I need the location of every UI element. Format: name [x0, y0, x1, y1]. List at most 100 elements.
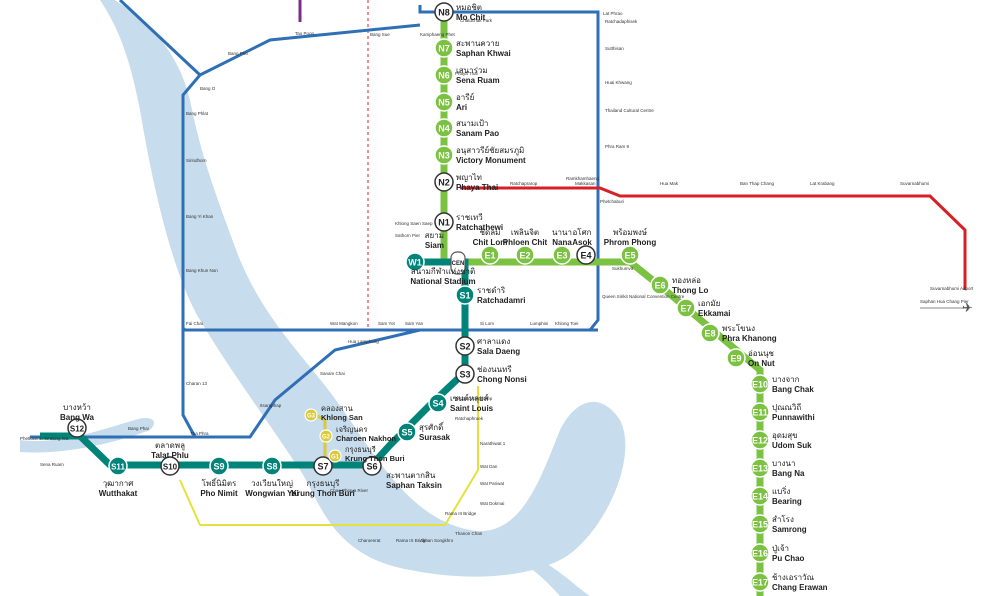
station-code: S8 — [266, 462, 277, 472]
station-e10[interactable] — [750, 374, 770, 394]
station-code: E10 — [752, 380, 768, 390]
station-n7[interactable] — [434, 38, 454, 58]
station-n6[interactable] — [434, 65, 454, 85]
station-name-th: ปุณณวิถี — [772, 403, 801, 412]
minor-station-label: Sam Yan — [405, 321, 424, 326]
station-name-en: Khlong San — [321, 413, 363, 422]
station-e13[interactable] — [750, 458, 770, 478]
minor-station-label: Chao Phraya River — [330, 488, 369, 493]
station-s12[interactable] — [67, 418, 87, 438]
station-code: E13 — [752, 464, 768, 474]
minor-station-label: Fai Chai — [186, 321, 203, 326]
station-s11[interactable] — [108, 456, 128, 476]
minor-station-label: Charoenrat — [358, 538, 381, 543]
station-e2[interactable] — [515, 245, 535, 265]
station-s2[interactable] — [455, 336, 475, 356]
station-s4[interactable] — [428, 393, 448, 413]
station-e12[interactable] — [750, 430, 770, 450]
station-name-th: สนามกีฬาแห่งชาติ — [411, 267, 475, 276]
station-code: N5 — [438, 98, 450, 108]
station-code: E16 — [752, 549, 768, 559]
station-code: S11 — [111, 463, 125, 472]
station-name-en: Pho Nimit — [200, 489, 238, 498]
station-name-en: Sala Daeng — [477, 347, 520, 356]
station-name-th: เจริญนคร — [336, 425, 368, 434]
station-e7[interactable] — [676, 298, 696, 318]
station-s1[interactable] — [455, 285, 475, 305]
station-name-en: Siam — [425, 241, 444, 250]
minor-station-label: Technic Krungthep — [455, 396, 493, 401]
minor-station-label: Si Lom — [480, 321, 494, 326]
station-e6[interactable] — [650, 275, 670, 295]
station-s9[interactable] — [209, 456, 229, 476]
station-e9[interactable] — [726, 348, 746, 368]
minor-station-label: Khlong Saen Saep — [395, 221, 433, 226]
station-code: S2 — [459, 342, 470, 352]
station-n4[interactable] — [434, 118, 454, 138]
station-n2[interactable] — [434, 172, 454, 192]
station-name-en: Phrom Phong — [604, 238, 657, 247]
station-code: E5 — [624, 251, 635, 261]
station-name-en: Phloen Chit — [503, 238, 548, 247]
station-n8[interactable] — [434, 2, 454, 22]
minor-station-label: Queen Sirikit National Convention Centre — [602, 294, 685, 299]
station-name-th: ทองหล่อ — [672, 276, 701, 285]
station-e3[interactable] — [552, 245, 572, 265]
station-name-en: Ekkamai — [698, 309, 730, 318]
station-s7[interactable] — [313, 456, 333, 476]
station-n5[interactable] — [434, 92, 454, 112]
station-n1[interactable] — [434, 212, 454, 232]
station-cen[interactable] — [450, 251, 466, 275]
minor-station-label: Phetkasem 48 — [20, 436, 49, 441]
station-e11[interactable] — [750, 402, 770, 422]
station-e5[interactable] — [620, 245, 640, 265]
station-s5[interactable] — [397, 422, 417, 442]
station-g2[interactable] — [319, 429, 333, 443]
minor-station-label: Saphan Hua Chang Pier — [920, 299, 969, 304]
minor-station-label: Hua Mak — [660, 181, 679, 186]
minor-station-label: Khlong Toei — [555, 321, 578, 326]
minor-station-label: Narathiwat 1 — [480, 441, 506, 446]
station-s10[interactable] — [160, 456, 180, 476]
minor-station-label: Lumphini — [530, 321, 548, 326]
station-code: E1 — [484, 251, 495, 261]
station-e1[interactable] — [480, 245, 500, 265]
minor-station-label: Tao Poon — [295, 31, 315, 36]
station-name-en: On Nut — [748, 359, 775, 368]
station-w1[interactable] — [405, 252, 425, 272]
minor-station-label: Akhan Songkhro — [420, 538, 454, 543]
station-e15[interactable] — [750, 514, 770, 534]
station-s6[interactable] — [362, 456, 382, 476]
station-s3[interactable] — [455, 364, 475, 384]
station-name-en: Ari — [456, 103, 467, 112]
station-e4[interactable] — [576, 245, 596, 265]
minor-station-label: Bang Pho — [228, 51, 248, 56]
station-e17[interactable] — [750, 572, 770, 592]
station-code: E14 — [752, 492, 768, 502]
station-name-en: National Stadium — [410, 277, 475, 286]
station-name-en: Charoen Nakhon — [336, 434, 396, 443]
station-code: S7 — [317, 462, 328, 472]
minor-station-label: Suvarnabhumi — [900, 181, 929, 186]
minor-station-label: Wat Dokmai — [480, 501, 504, 506]
station-code: S5 — [401, 428, 412, 438]
station-code: E11 — [752, 408, 768, 418]
station-name-th: วงเวียนใหญ่ — [251, 479, 293, 488]
station-code: E4 — [580, 251, 591, 261]
station-name-th: เพลินจิต — [511, 228, 539, 237]
station-e16[interactable] — [750, 543, 770, 563]
station-name-th: ชิดลม — [480, 228, 501, 237]
station-code: N1 — [438, 218, 450, 228]
station-s8[interactable] — [262, 456, 282, 476]
station-code: N4 — [438, 124, 450, 134]
minor-station-label: Lat Krabang — [810, 181, 835, 186]
minor-station-label: Ratchaprarop — [510, 181, 538, 186]
station-e14[interactable] — [750, 486, 770, 506]
station-g1[interactable] — [328, 449, 342, 463]
station-e8[interactable] — [700, 323, 720, 343]
station-n3[interactable] — [434, 145, 454, 165]
minor-station-label: Sirindhorn — [186, 158, 207, 163]
station-name-th: แบริ่ง — [772, 485, 791, 496]
station-g3[interactable] — [304, 408, 318, 422]
airplane-icon: ✈ — [962, 300, 973, 315]
